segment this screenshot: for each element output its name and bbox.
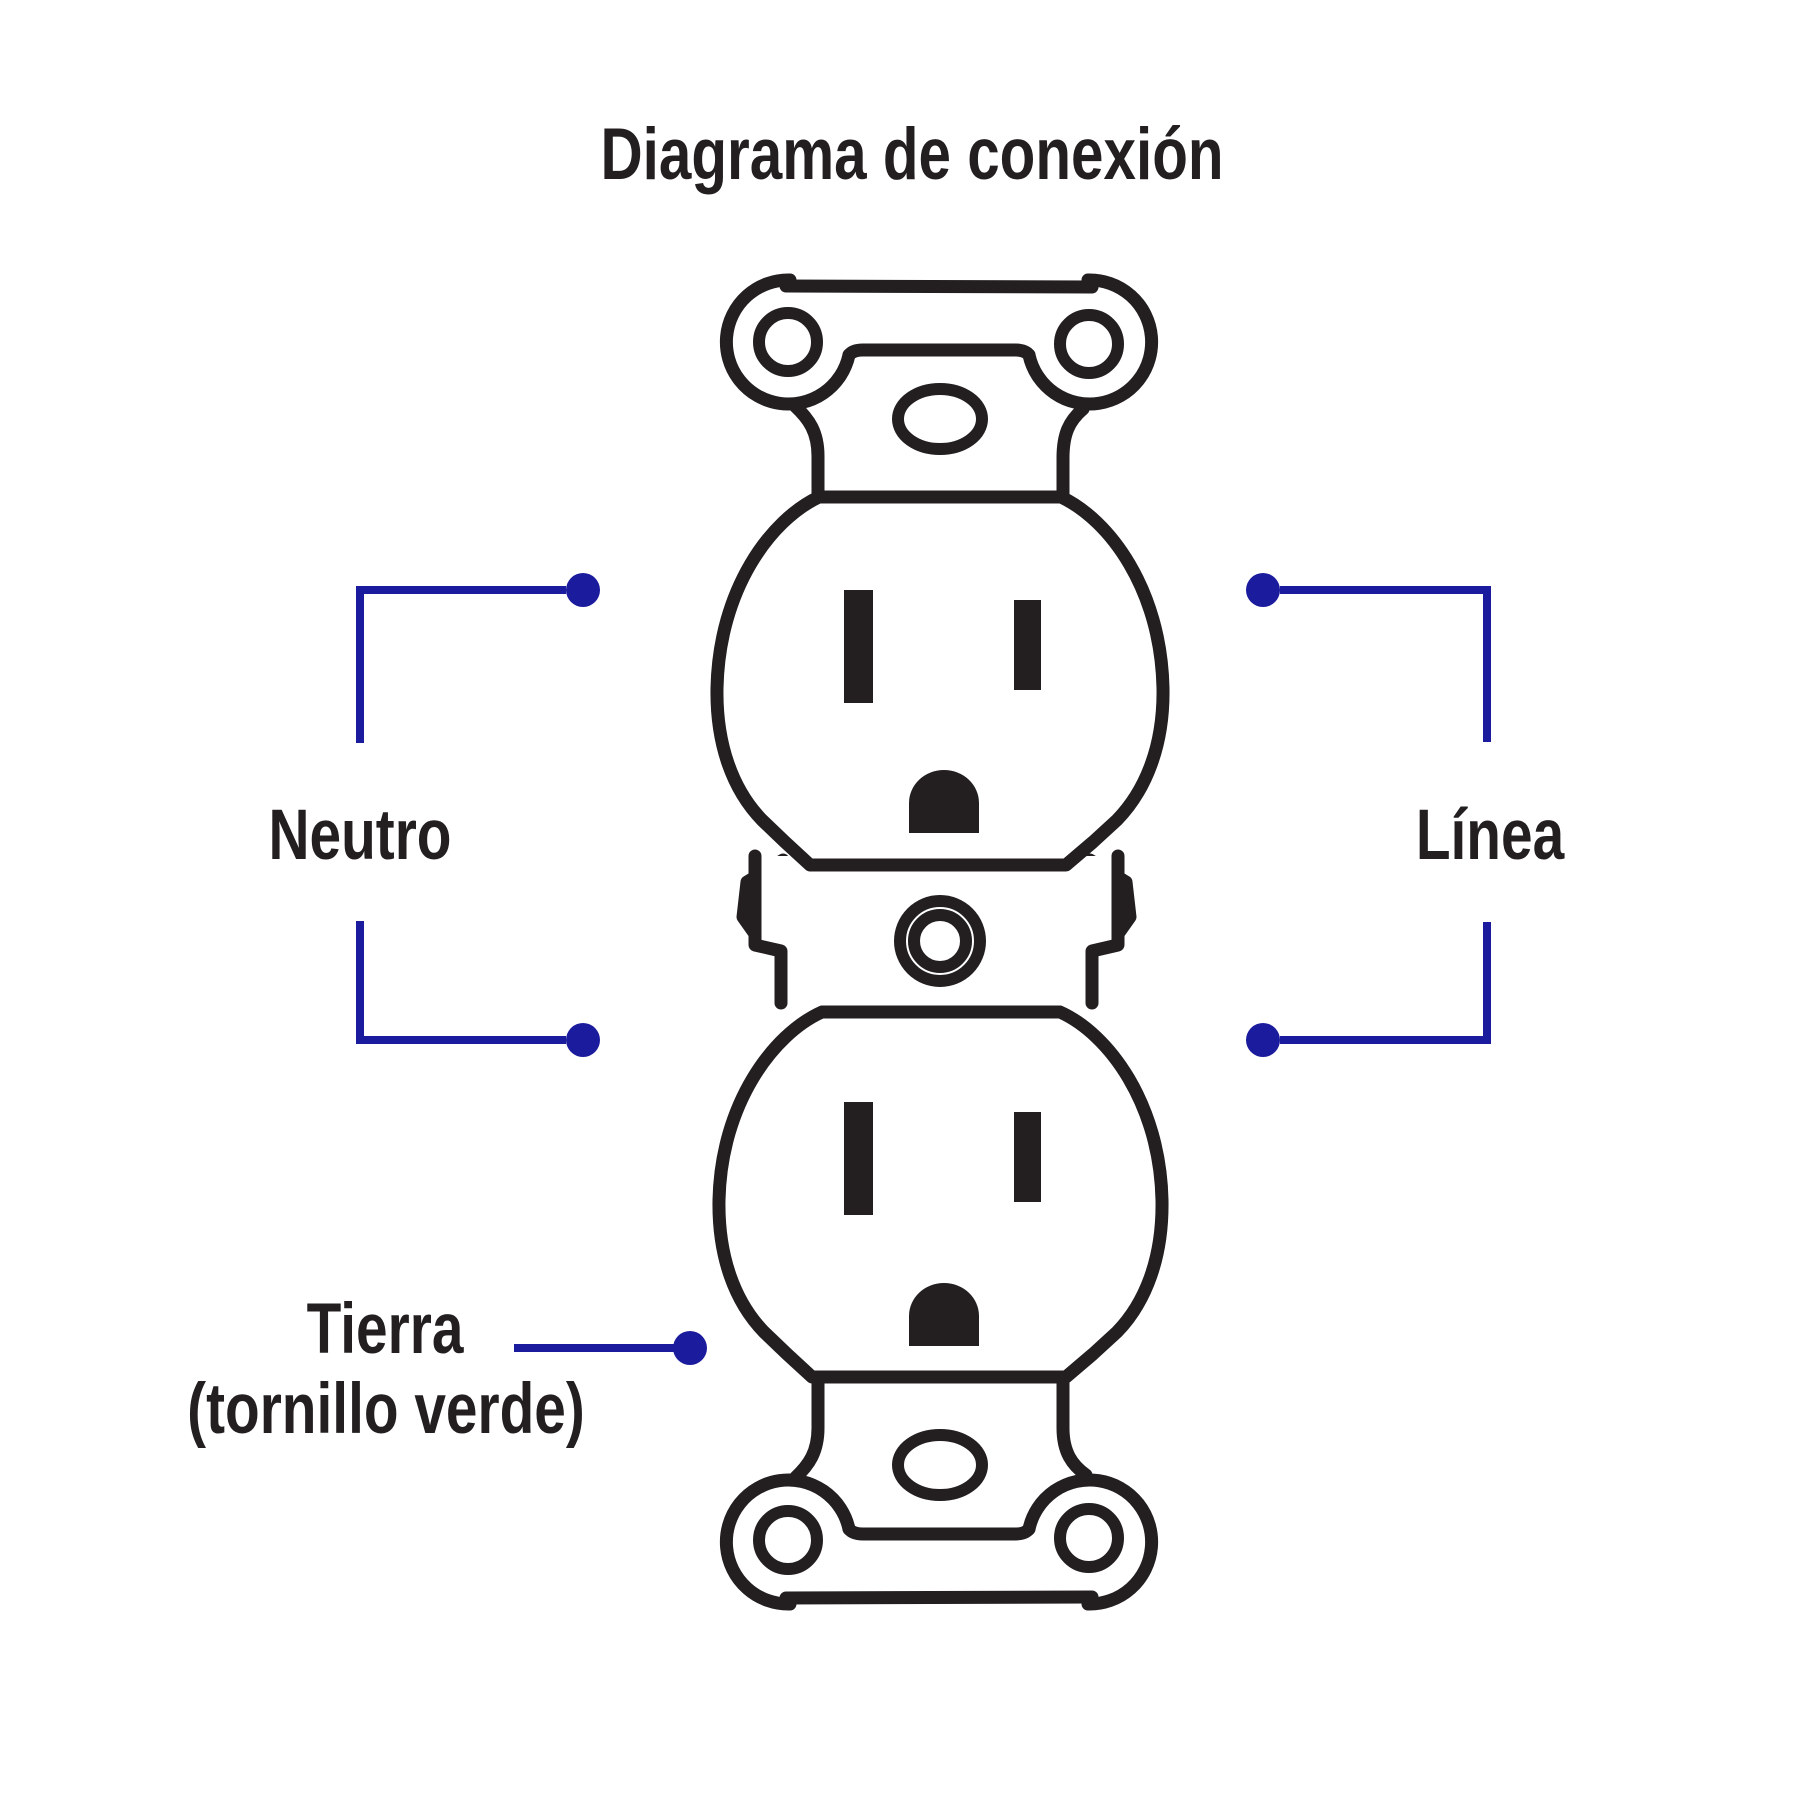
top-line-slot [1014,600,1041,690]
neutral-callout [356,573,600,1057]
top-receptacle [710,490,1170,872]
top-ground-hole [909,770,979,833]
neutral-terminal-dot-bottom [566,1023,600,1057]
page-title: Diagrama de conexión [600,114,1224,195]
top-mounting-strap [719,273,1159,501]
line-terminal-dot-bottom [1246,1023,1280,1057]
bottom-right-strap-screw-hole [1054,1503,1124,1573]
ground-callout [514,1331,707,1365]
neutral-terminal-dot-top [566,573,600,607]
bottom-mounting-slot [892,1429,988,1501]
bottom-left-strap-screw-hole [753,1505,823,1575]
bottom-receptacle [712,1005,1169,1384]
neutral-label: Neutro [268,796,452,875]
bottom-neutral-slot [844,1102,873,1215]
bottom-mounting-strap [719,1373,1159,1611]
ground-label-line1: Tierra [306,1290,464,1369]
top-right-strap-screw-hole [1054,309,1124,379]
bottom-line-slot [1014,1112,1041,1202]
ground-terminal-dot [673,1331,707,1365]
bottom-ground-hole [909,1283,979,1346]
top-mounting-slot [892,383,988,455]
line-label: Línea [1415,796,1565,875]
top-neutral-slot [844,590,873,703]
line-terminal-dot-top [1246,573,1280,607]
ground-label-line2: (tornillo verde) [187,1370,585,1449]
top-left-strap-screw-hole [753,307,823,377]
middle-body [748,849,1125,1010]
line-callout [1246,573,1491,1057]
